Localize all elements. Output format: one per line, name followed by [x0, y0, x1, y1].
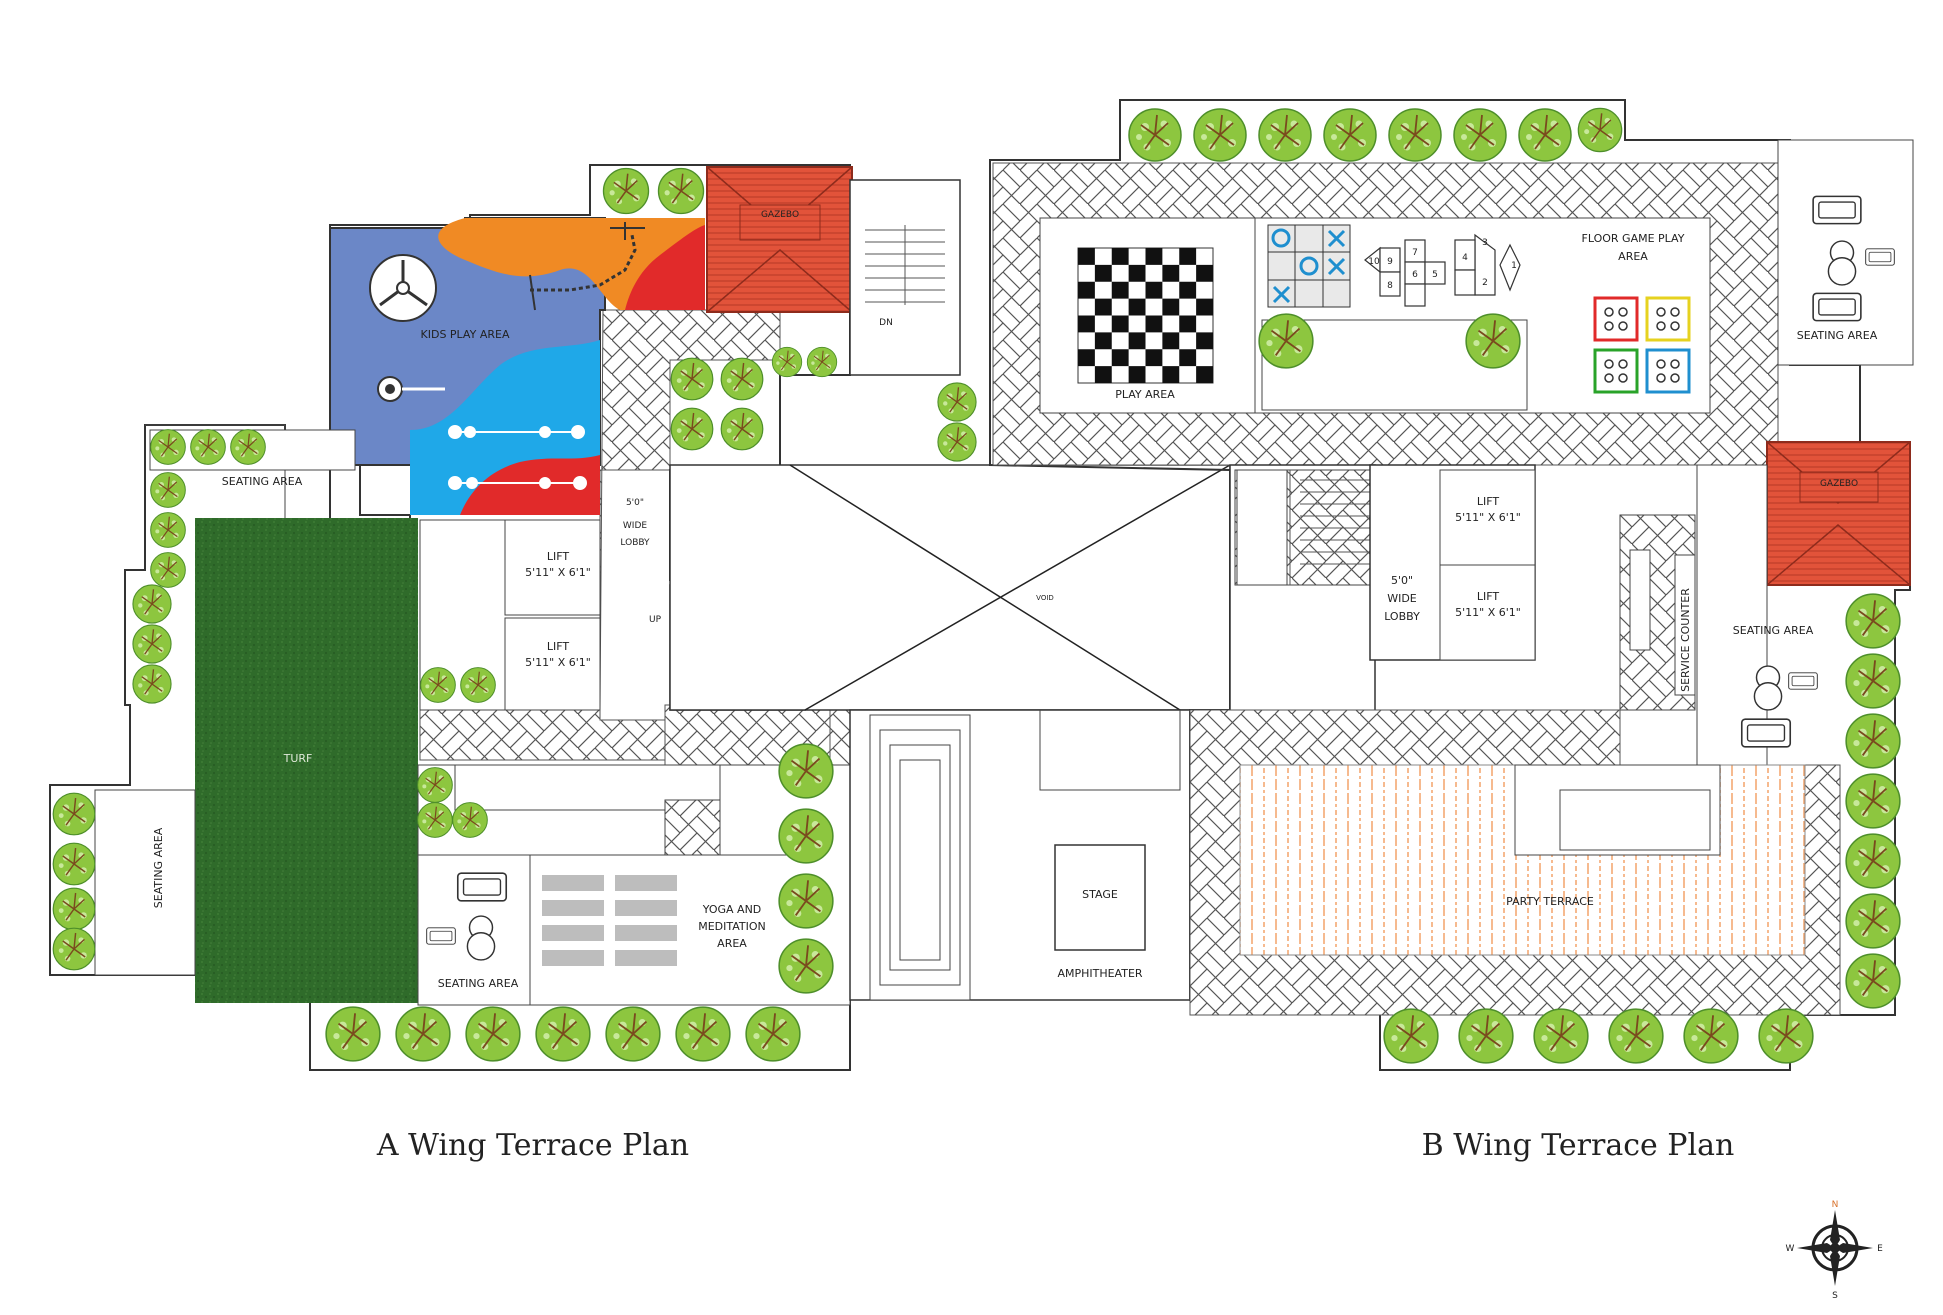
chess-board [1077, 247, 1214, 384]
wing-b-title: B Wing Terrace Plan [1422, 1128, 1735, 1163]
wing-a-title: A Wing Terrace Plan [376, 1128, 689, 1163]
hop-4: 4 [1462, 253, 1468, 263]
lobby-b-line2: WIDE [1387, 592, 1417, 605]
b-wing: PLAY AREA [937, 99, 1914, 1071]
chess-square [1111, 315, 1129, 333]
seating-area-top-label: SEATING AREA [222, 475, 303, 488]
yoga-line1: YOGA AND [702, 903, 762, 916]
chess-square [1078, 248, 1095, 265]
lobby-a-line1: 5'0" [626, 498, 644, 508]
hop-3: 3 [1482, 238, 1488, 248]
gazebo-a: GAZEBO [706, 166, 853, 313]
floor-game-line2: AREA [1618, 250, 1648, 263]
lift-a2-label: LIFT [547, 640, 570, 653]
chess-square [1179, 315, 1197, 333]
chess-square [1128, 264, 1146, 282]
hop-7: 7 [1412, 248, 1418, 258]
void-label: VOID [1036, 594, 1054, 602]
lift-a1-size: 5'11" X 6'1" [525, 566, 591, 579]
lobby-b-line1: 5'0" [1391, 574, 1413, 587]
yoga-line2: MEDITATION [698, 920, 766, 933]
chess-square [1094, 366, 1112, 383]
seating-area-b-top-label: SEATING AREA [1797, 329, 1878, 342]
chess-square [1196, 264, 1213, 282]
stair-a-up: UP [649, 615, 662, 625]
stair-dn: DN [879, 318, 893, 328]
a-wing: KIDS PLAY AREA GAZEBO SEATING AREA TURF [49, 164, 961, 1071]
lobby-b-line3: LOBBY [1384, 610, 1420, 623]
chess-square [1078, 281, 1095, 299]
compass-s: S [1832, 1291, 1838, 1301]
compass-icon: N S E W [1786, 1200, 1884, 1301]
seating-area-b-right-label: SEATING AREA [1733, 624, 1814, 637]
chess-square [1111, 248, 1129, 265]
chess-square [1128, 366, 1146, 383]
center-core: VOID STAGE AMPHITHEATER [669, 464, 1231, 1001]
gazebo-a-label: GAZEBO [761, 210, 799, 220]
compass-w: W [1786, 1244, 1795, 1254]
chess-square [1162, 366, 1180, 383]
chess-square [1094, 264, 1112, 282]
lift-b2-size: 5'11" X 6'1" [1455, 606, 1521, 619]
lift-b1-size: 5'11" X 6'1" [1455, 511, 1521, 524]
party-terrace: PARTY TERRACE [1239, 764, 1806, 956]
play-area-label: PLAY AREA [1115, 388, 1175, 401]
hopscotch [1364, 233, 1521, 307]
chess-square [1196, 298, 1213, 316]
gazebo-b: GAZEBO [1766, 441, 1911, 586]
kids-play-area-label: KIDS PLAY AREA [421, 328, 510, 341]
hop-9: 9 [1387, 257, 1393, 267]
chess-square [1145, 281, 1163, 299]
seating-area-left-label: SEATING AREA [152, 827, 165, 908]
amphitheater-label: AMPHITHEATER [1057, 967, 1142, 980]
chess-square [1179, 349, 1197, 367]
compass-n: N [1832, 1200, 1839, 1210]
chess-square [1094, 298, 1112, 316]
floor-game-line1: FLOOR GAME PLAY [1582, 232, 1685, 245]
gazebo-b-label: GAZEBO [1820, 479, 1858, 489]
service-counter-label: SERVICE COUNTER [1679, 588, 1692, 692]
lobby-a-line3: LOBBY [620, 538, 650, 548]
yoga-line3: AREA [717, 937, 747, 950]
lift-b2-label: LIFT [1477, 590, 1500, 603]
hop-8: 8 [1387, 281, 1393, 291]
chess-square [1179, 281, 1197, 299]
lobby-a-line2: WIDE [623, 521, 647, 531]
chess-square [1145, 315, 1163, 333]
chess-square [1078, 315, 1095, 333]
chess-square [1196, 332, 1213, 350]
seating-area-bottom-label: SEATING AREA [438, 977, 519, 990]
chess-square [1145, 349, 1163, 367]
chess-square [1196, 366, 1213, 383]
chess-square [1162, 264, 1180, 282]
chess-square [1145, 248, 1163, 265]
chess-square [1111, 349, 1129, 367]
chess-square [1179, 248, 1197, 265]
kids-play-area: KIDS PLAY AREA [329, 217, 705, 515]
chess-square [1162, 332, 1180, 350]
chess-square [1111, 281, 1129, 299]
chess-square [1162, 298, 1180, 316]
stage-label: STAGE [1082, 888, 1118, 901]
lift-a2-size: 5'11" X 6'1" [525, 656, 591, 669]
hop-2: 2 [1482, 278, 1488, 288]
party-terrace-label: PARTY TERRACE [1506, 895, 1594, 908]
lift-b1-label: LIFT [1477, 495, 1500, 508]
hop-1: 1 [1511, 261, 1517, 271]
chess-square [1128, 332, 1146, 350]
hop-10: 10 [1368, 257, 1380, 267]
chess-square [1128, 298, 1146, 316]
chess-square [1094, 332, 1112, 350]
turf-label: TURF [283, 752, 313, 765]
compass-e: E [1877, 1244, 1883, 1254]
hop-5: 5 [1432, 270, 1438, 280]
chess-square [1078, 349, 1095, 367]
lift-a1-label: LIFT [547, 550, 570, 563]
turf: TURF [195, 518, 418, 1003]
hop-6: 6 [1412, 270, 1418, 280]
